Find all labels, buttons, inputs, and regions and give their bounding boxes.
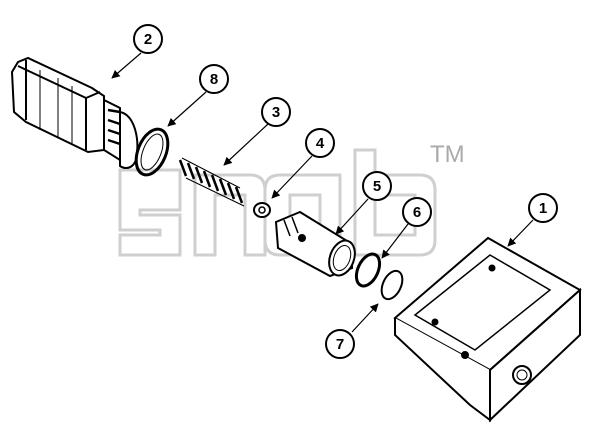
callout-8: 8 [199, 64, 229, 94]
part-6-o-ring [354, 252, 382, 288]
part-2-hex-fitting [10, 56, 139, 169]
callout-4: 4 [305, 128, 335, 158]
part-3-spring [178, 157, 245, 207]
svg-text:8: 8 [210, 71, 218, 88]
callout-7: 7 [325, 329, 355, 359]
part-8-o-ring [134, 127, 170, 177]
svg-text:7: 7 [336, 336, 344, 353]
part-7-backup-ring [380, 269, 404, 301]
svg-text:1: 1 [539, 200, 547, 217]
svg-text:6: 6 [413, 204, 421, 221]
callout-leaders [111, 52, 534, 333]
part-1-valve-block [393, 236, 582, 423]
callout-1: 1 [528, 193, 558, 223]
trademark-mark: TM [430, 141, 465, 168]
svg-text:5: 5 [373, 178, 381, 195]
callout-3: 3 [261, 97, 291, 127]
part-4-ball [253, 202, 271, 218]
svg-text:2: 2 [144, 31, 152, 48]
callout-5: 5 [362, 171, 392, 201]
callout-6: 6 [402, 197, 432, 227]
part-5-cartridge [274, 210, 356, 278]
callout-2: 2 [133, 24, 163, 54]
svg-text:3: 3 [272, 104, 280, 121]
svg-text:4: 4 [316, 135, 325, 152]
